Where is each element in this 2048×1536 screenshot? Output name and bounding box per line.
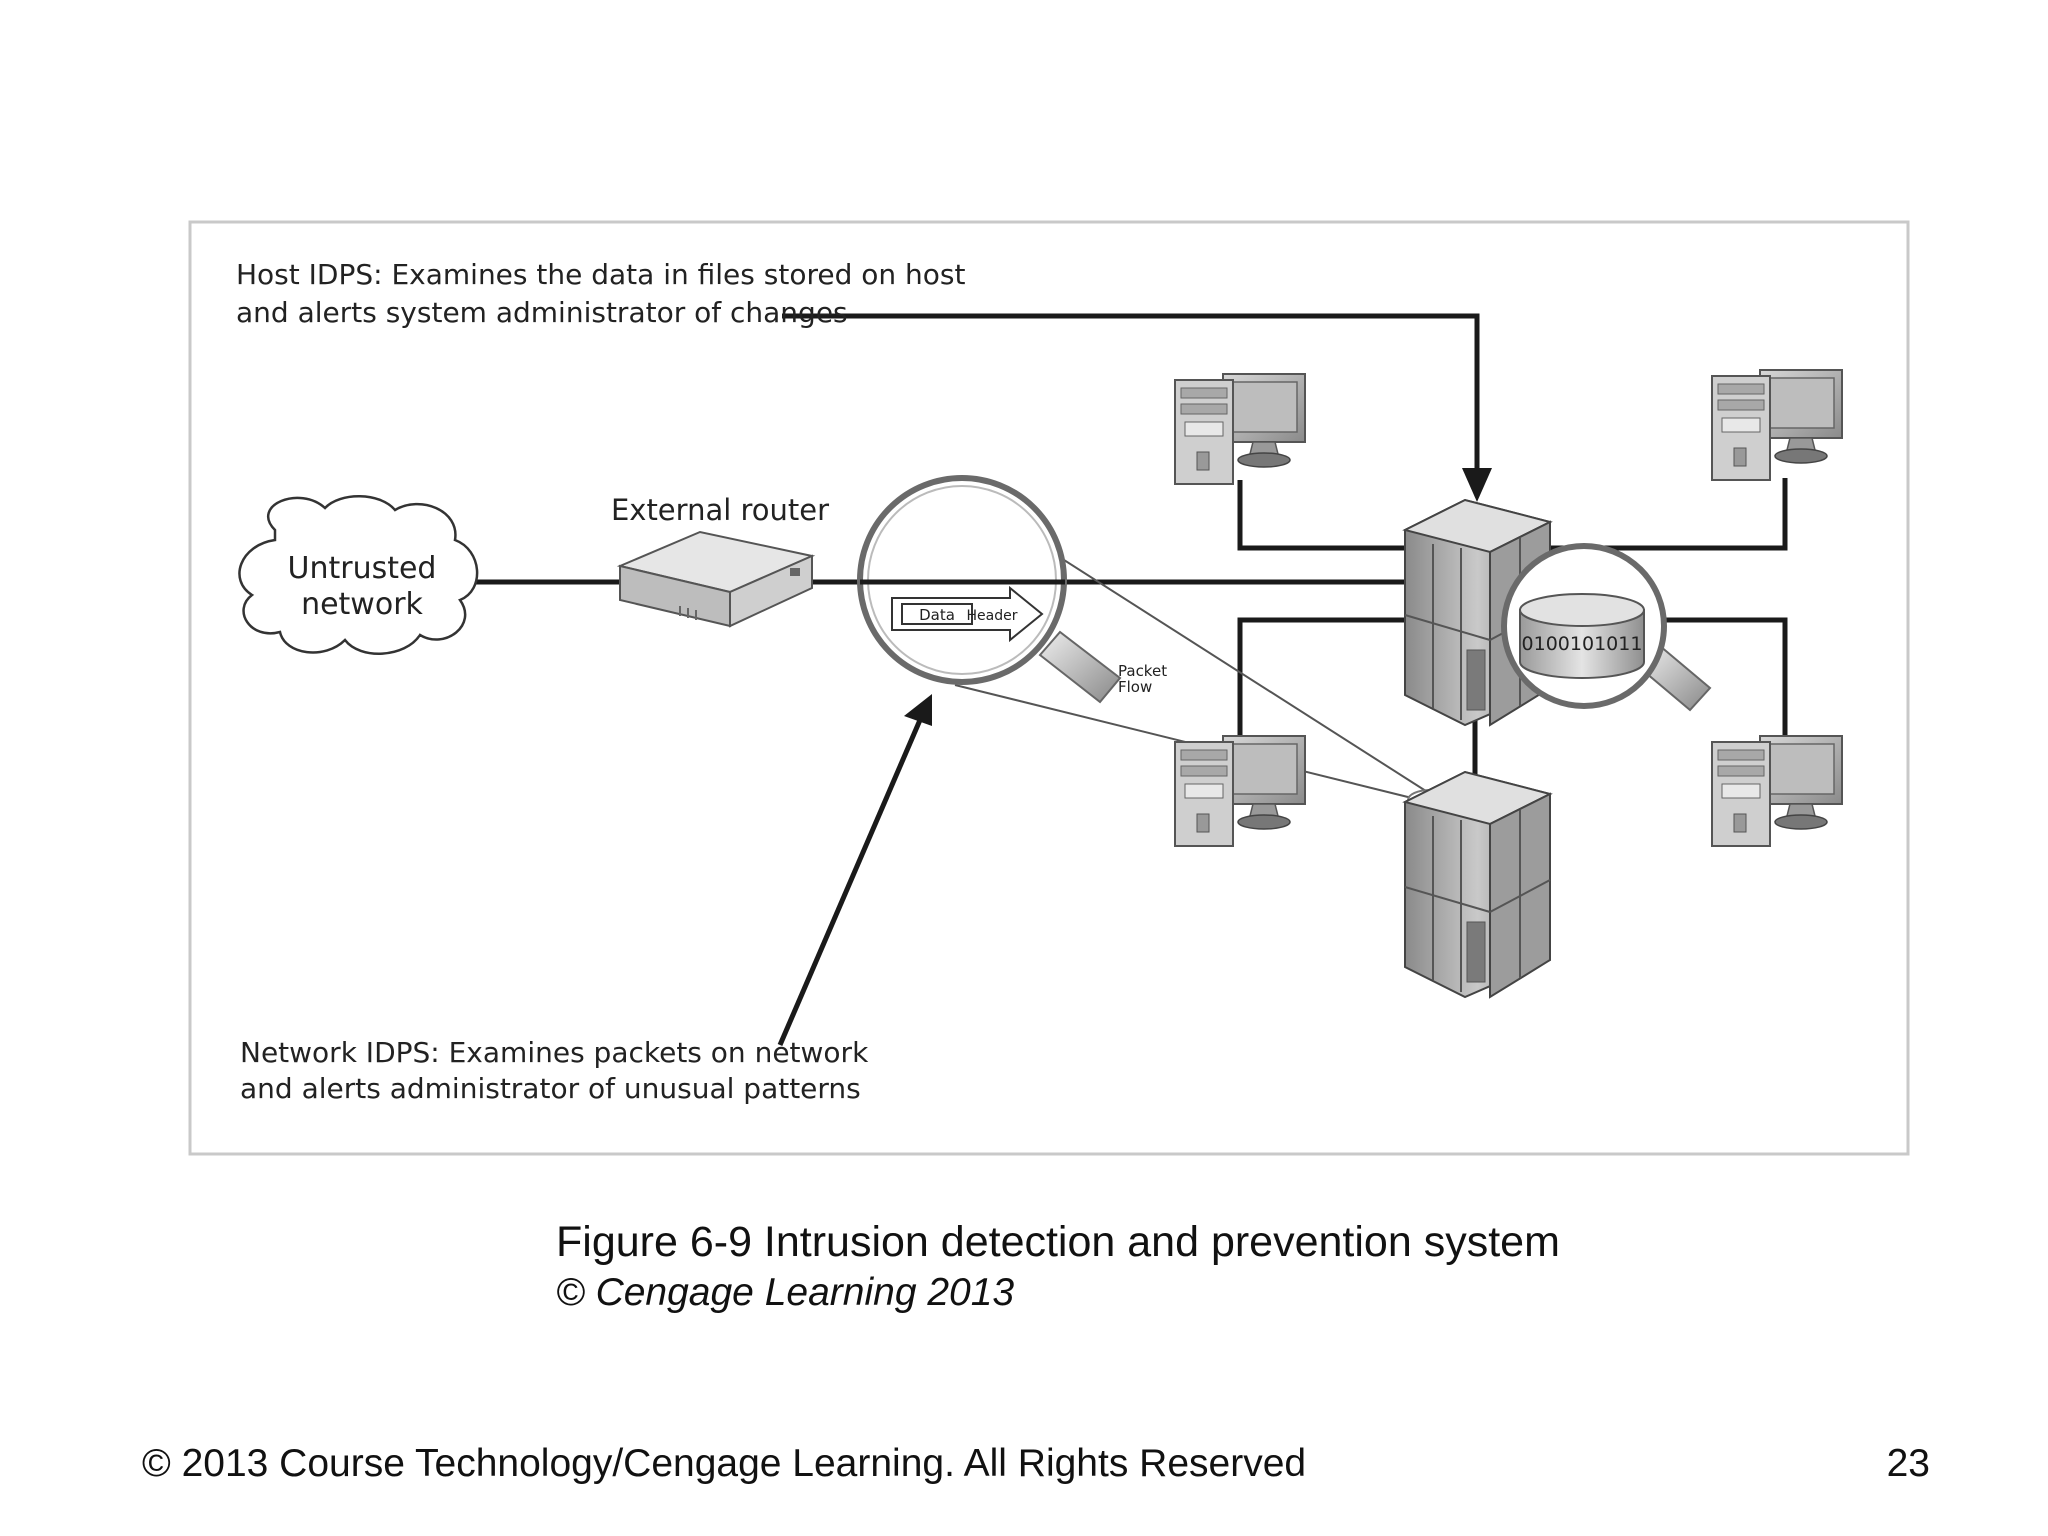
packet-data-label: Data (919, 606, 955, 624)
ids-diagram: Untrusted network External router Data H… (188, 220, 1910, 1156)
untrusted-label-line1: Untrusted (288, 551, 437, 586)
host-idps-arrow (782, 313, 1492, 502)
network-idps-arrow (777, 694, 932, 1046)
packet-flow-label-line2: Flow (1118, 678, 1152, 696)
footer-copyright: © 2013 Course Technology/Cengage Learnin… (142, 1442, 1307, 1485)
computer-top-right (1711, 369, 1843, 481)
host-idps-label-line1: Host IDPS: Examines the data in files st… (236, 258, 966, 291)
untrusted-network-cloud (238, 495, 479, 655)
diagram-frame (188, 220, 1910, 1156)
external-router-label: External router (611, 493, 829, 527)
disk-bits-label: 0100101011 (1522, 633, 1643, 655)
network-idps-label-line1: Network IDPS: Examines packets on networ… (240, 1036, 869, 1069)
computer-top-left (1174, 373, 1306, 485)
figure-title: Figure 6-9 Intrusion detection and preve… (556, 1218, 1560, 1266)
computer-bottom-left (1174, 735, 1306, 847)
packet-header-label: Header (967, 608, 1018, 624)
disk-magnifier (1501, 543, 1712, 712)
untrusted-label-line2: network (301, 587, 423, 622)
network-idps-label-line2: and alerts administrator of unusual patt… (240, 1072, 861, 1105)
external-router (616, 530, 816, 628)
computer-bottom-right (1711, 735, 1843, 847)
figure-credit: © Cengage Learning 2013 (556, 1271, 1015, 1314)
packet-flow-label-line1: Packet (1118, 662, 1167, 680)
host-idps-label-line2: and alerts system administrator of chang… (236, 296, 848, 329)
page-number: 23 (1886, 1442, 1930, 1485)
packet-magnifier (857, 475, 1122, 704)
host-server-bottom (1404, 771, 1551, 998)
figure-caption: Figure 6-9 Intrusion detection and preve… (556, 1218, 1560, 1315)
